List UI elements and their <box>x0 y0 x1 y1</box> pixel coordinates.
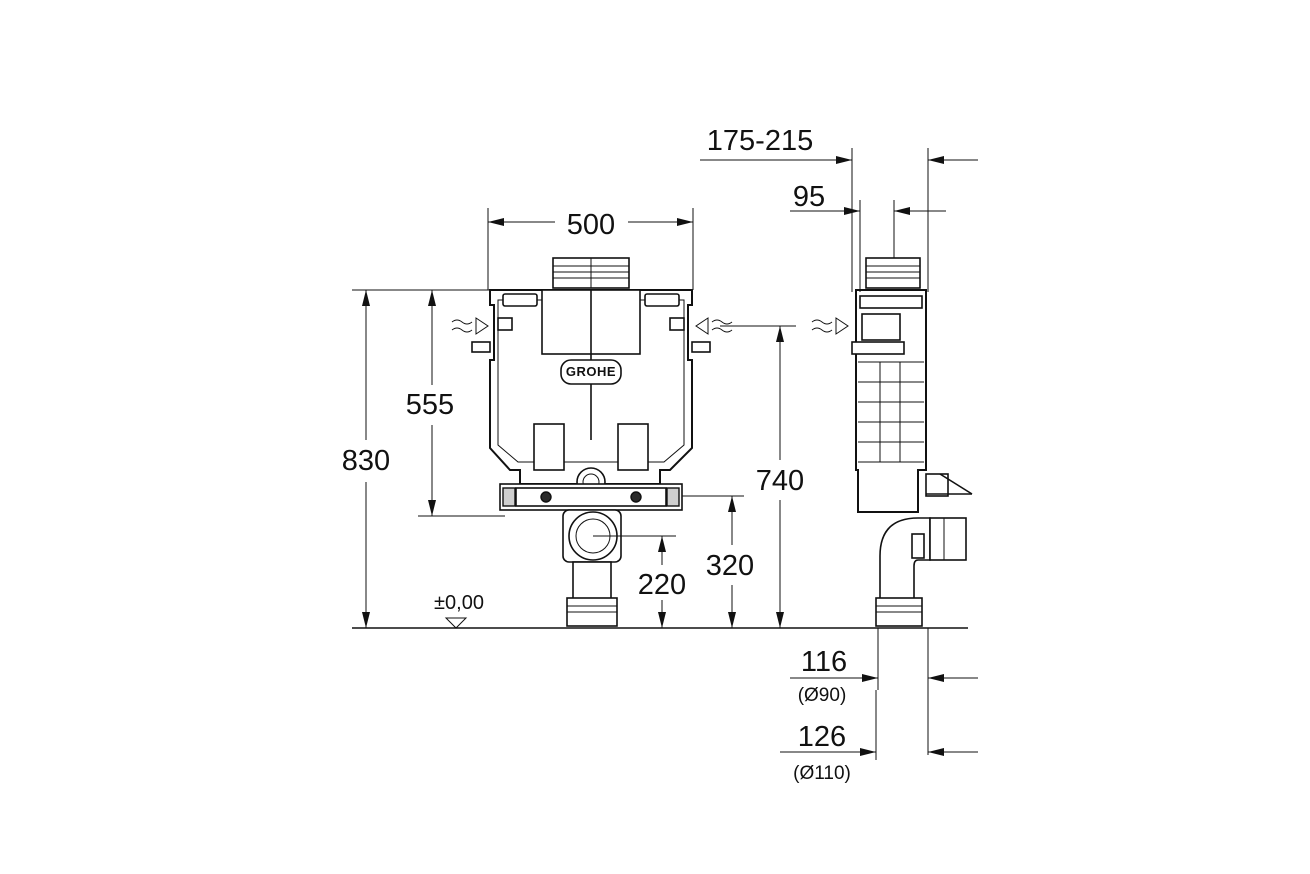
floor-level-marker-icon <box>444 617 468 629</box>
dim-offset-drain-110: 126 (Ø110) <box>780 690 978 784</box>
dim-height-drain: 220 <box>593 535 686 628</box>
dim-depth-range: 175-215 <box>700 125 978 292</box>
grohe-logo: GROHE <box>560 359 622 385</box>
dim-offset-drain-90: 116 (Ø90) <box>790 628 978 755</box>
side-drain-bend <box>879 517 931 601</box>
label-220: 220 <box>638 569 686 601</box>
side-view <box>851 257 973 627</box>
label-555: 555 <box>406 389 454 421</box>
label-floor-level: ±0,00 <box>434 592 484 614</box>
dim-height-bracket: 320 <box>682 495 754 628</box>
label-116: 116 <box>801 646 847 678</box>
water-inlet-symbol-icon <box>695 317 733 335</box>
svg-text:GROHE: GROHE <box>566 364 616 379</box>
label-175-215: 175-215 <box>707 125 813 157</box>
dim-height-actuation: 740 <box>720 325 804 628</box>
label-320: 320 <box>706 550 754 582</box>
dim-height-total: 830 <box>342 289 500 628</box>
dim-height-inlet: 555 <box>406 290 505 517</box>
label-dia-90: (Ø90) <box>798 685 847 706</box>
label-95: 95 <box>793 181 825 213</box>
water-inlet-symbol-icon <box>811 317 849 335</box>
dim-frame-width: 500 <box>487 208 694 290</box>
label-740: 740 <box>756 465 804 497</box>
label-dia-110: (Ø110) <box>793 763 851 784</box>
label-830: 830 <box>342 445 390 477</box>
floor-level-marker: ±0,00 <box>434 592 484 629</box>
dim-depth-frame: 95 <box>790 181 946 292</box>
drain-pipe <box>572 561 612 603</box>
front-view: GROHE <box>471 257 711 627</box>
label-500: 500 <box>567 209 615 241</box>
label-126: 126 <box>798 721 846 753</box>
water-inlet-symbol-icon <box>451 317 489 335</box>
